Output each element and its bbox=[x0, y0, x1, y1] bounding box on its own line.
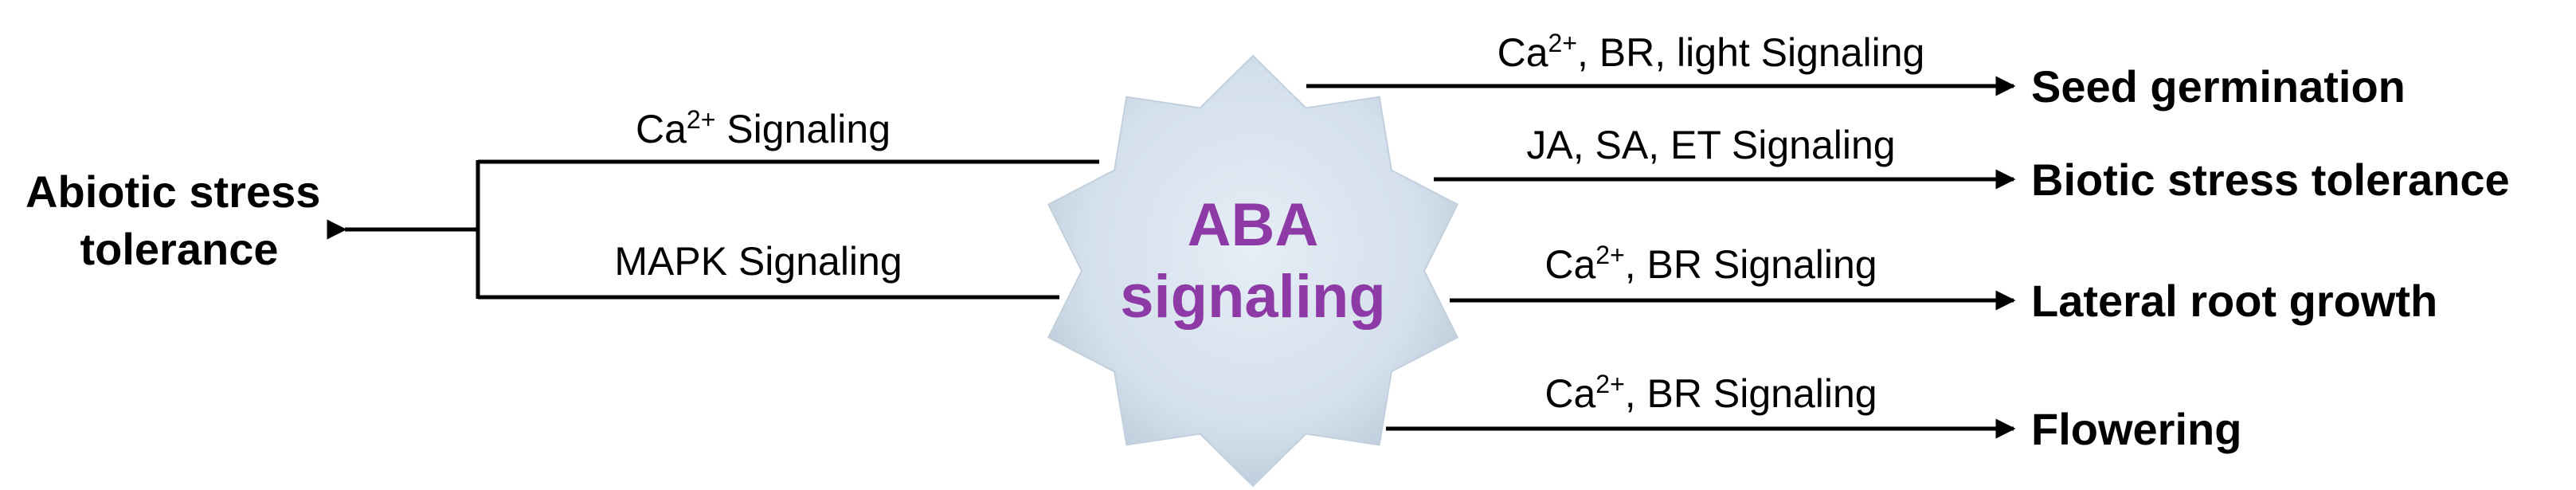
center-star-shape bbox=[1047, 54, 1459, 488]
right-edge-label-4: Ca2+, BR Signaling bbox=[1544, 370, 1877, 416]
left-output-line1: Abiotic stress bbox=[25, 167, 320, 217]
right-output-label-1: Seed germination bbox=[2031, 61, 2406, 112]
center-title-line2: signaling bbox=[1120, 263, 1386, 331]
left-upper-suffix: Signaling bbox=[715, 107, 891, 151]
right-edge-label-1: Ca2+, BR, light Signaling bbox=[1497, 29, 1925, 75]
left-lower-label: MAPK Signaling bbox=[614, 239, 902, 284]
left-upper-sup: 2+ bbox=[687, 105, 715, 134]
left-branch: Ca2+ Signaling MAPK Signaling Abiotic st… bbox=[25, 105, 1099, 300]
right-output-label-3: Lateral root growth bbox=[2031, 276, 2437, 326]
left-output-line2: tolerance bbox=[80, 224, 279, 274]
right-edge-label-3: Ca2+, BR Signaling bbox=[1544, 241, 1877, 287]
right-edge-label-2: JA, SA, ET Signaling bbox=[1526, 123, 1895, 167]
left-upper-label: Ca2+ Signaling bbox=[636, 105, 891, 151]
left-upper-prefix: Ca bbox=[636, 107, 687, 151]
right-output-label-2: Biotic stress tolerance bbox=[2031, 155, 2510, 205]
aba-signaling-node: ABA signaling bbox=[1047, 54, 1459, 488]
right-output-label-4: Flowering bbox=[2031, 404, 2241, 454]
left-output-label: Abiotic stress tolerance bbox=[25, 167, 333, 274]
center-title-line1: ABA bbox=[1188, 191, 1319, 259]
